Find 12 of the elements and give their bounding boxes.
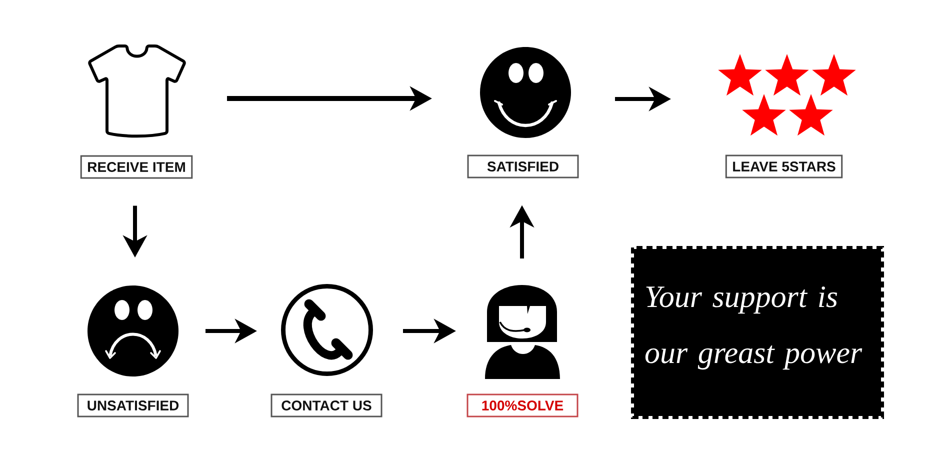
t-shirt-icon [88,44,186,138]
smiley-face-icon [480,47,571,138]
support-agent-icon [485,285,560,379]
phone-icon [281,284,373,376]
step-label: 100%SOLVE [466,394,578,418]
sad-face-icon [88,286,178,376]
step-label: UNSATISFIED [77,394,189,418]
step-label: SATISFIED [467,154,579,178]
step-label: CONTACT US [270,394,382,418]
step-label: RECEIVE ITEM [80,155,193,179]
slogan-box: Your support is our greast power [631,246,884,419]
step-label: LEAVE 5STARS [725,154,843,178]
